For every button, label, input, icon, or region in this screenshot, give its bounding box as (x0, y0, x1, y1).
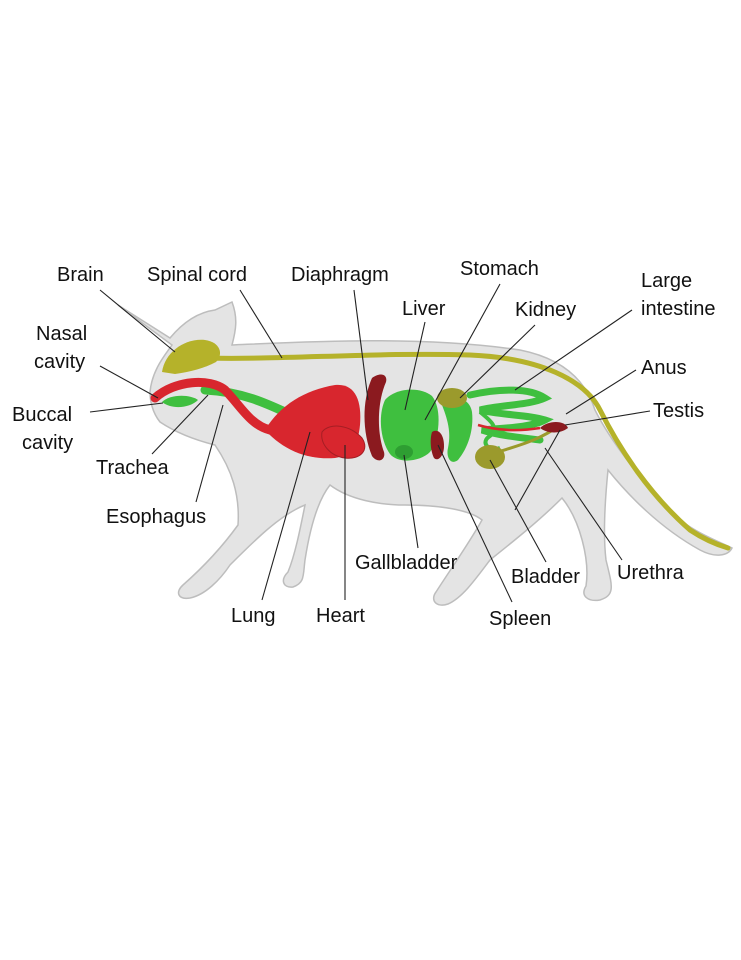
kidney-shape (437, 388, 467, 408)
leader-anus (565, 369, 637, 415)
brain-shape (162, 339, 221, 374)
label-gallbladder: Gallbladder (355, 552, 458, 574)
leader-liver (404, 321, 426, 411)
label-trachea: Trachea (96, 457, 170, 479)
large-intestine-shape (466, 386, 554, 444)
leader-bladder (489, 459, 547, 563)
heart-shape (321, 425, 366, 459)
label-heart: Heart (316, 605, 365, 627)
label-spleen: Spleen (489, 608, 551, 630)
stomach-shape (440, 396, 473, 462)
leader-spleen (437, 444, 513, 603)
reproductive-duct-shape (477, 423, 541, 432)
bladder-shape (475, 445, 505, 469)
leader-urethra-lower (514, 429, 561, 511)
label-brain: Brain (57, 264, 104, 286)
spleen-shape (430, 430, 444, 460)
leader-spinal-cord (239, 289, 283, 359)
leader-large-intestine (514, 309, 633, 391)
spinal-cord-shape (202, 351, 731, 551)
label-bladder: Bladder (511, 566, 580, 588)
label-large-intestine-2: intestine (641, 298, 716, 320)
label-liver: Liver (402, 298, 446, 320)
leader-kidney (459, 324, 536, 399)
buccal-cavity-shape (162, 395, 198, 408)
leader-lung (261, 431, 311, 601)
leader-testis (564, 410, 651, 426)
leader-buccal-cavity (89, 402, 164, 413)
leader-stomach (424, 283, 501, 421)
leader-gallbladder (403, 454, 419, 549)
testis-shape (540, 422, 568, 433)
gallbladder-shape (395, 445, 413, 459)
liver-shape (380, 389, 439, 461)
label-lung: Lung (231, 605, 276, 627)
label-nasal-1: Nasal (36, 323, 87, 345)
label-kidney: Kidney (515, 299, 576, 321)
leader-brain (99, 289, 176, 353)
leader-urethra (544, 447, 623, 561)
label-nasal-2: cavity (34, 351, 85, 373)
leader-diaphragm (353, 289, 369, 401)
label-buccal-2: cavity (22, 432, 73, 454)
label-spinal-cord: Spinal cord (147, 264, 247, 286)
label-anus: Anus (641, 357, 687, 379)
label-large-intestine-1: Large (641, 270, 692, 292)
diaphragm-shape (364, 374, 387, 461)
label-testis: Testis (653, 400, 704, 422)
trachea-shape (150, 377, 275, 435)
leader-nasal-cavity (99, 365, 159, 399)
label-urethra: Urethra (617, 562, 685, 584)
label-buccal-1: Buccal (12, 404, 72, 426)
label-diaphragm: Diaphragm (291, 264, 389, 286)
label-stomach: Stomach (460, 258, 539, 280)
leader-esophagus (195, 404, 224, 503)
label-esophagus: Esophagus (106, 506, 206, 528)
leader-trachea (151, 394, 209, 455)
